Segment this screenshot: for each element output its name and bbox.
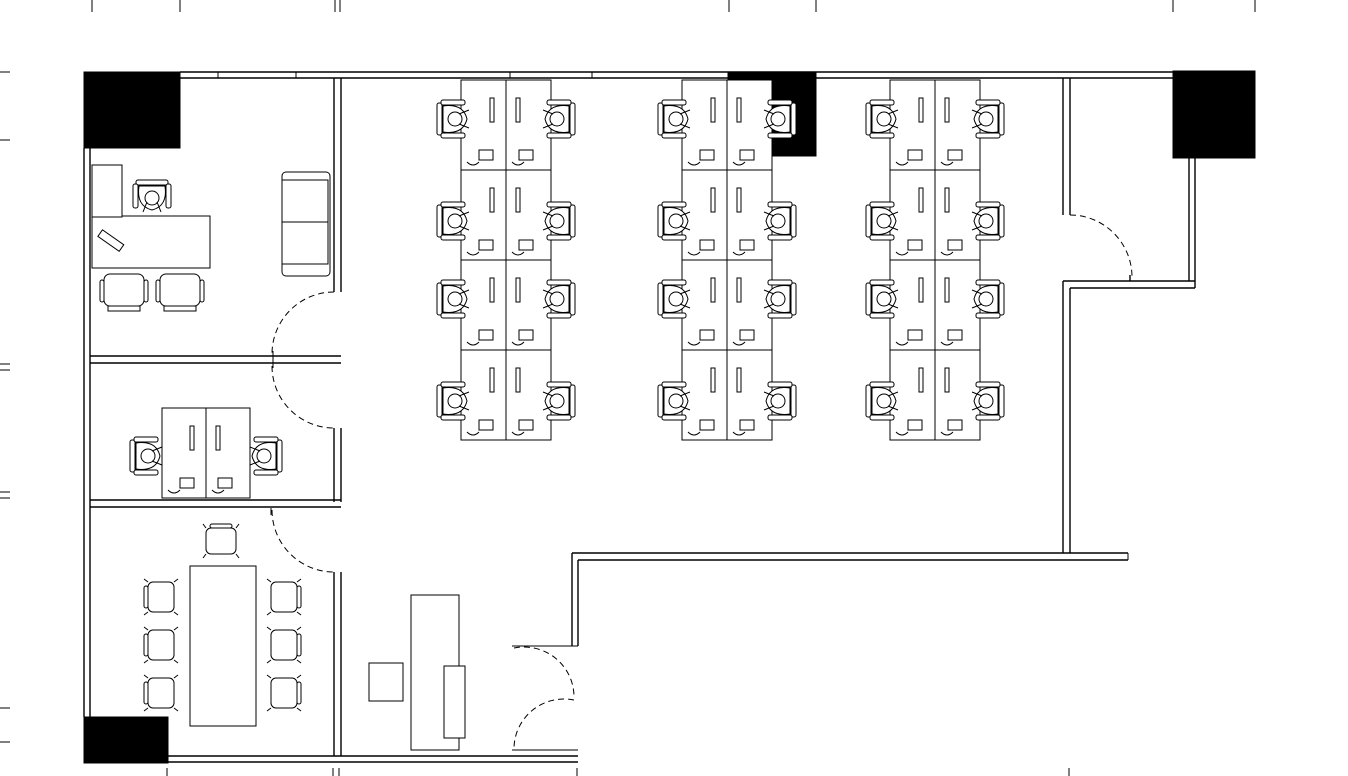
office-chair-icon	[143, 626, 179, 664]
workstation-icon	[726, 169, 773, 261]
conference-table-icon	[189, 565, 257, 727]
workstation-icon	[460, 79, 507, 171]
workstation-icon	[681, 349, 728, 441]
walls	[83, 71, 1196, 763]
workstation-icon	[934, 349, 981, 441]
workstation-cluster	[436, 79, 576, 441]
office-chair-icon	[542, 201, 576, 241]
dimension-ticks	[0, 0, 1256, 776]
workstation-icon	[505, 169, 552, 261]
workstation-cluster	[657, 79, 797, 441]
door-swing-icon	[513, 698, 575, 751]
private-office-furniture	[91, 164, 331, 312]
office-chair-icon	[542, 279, 576, 319]
office-chair-icon	[202, 523, 240, 559]
office-chair-icon	[865, 381, 899, 421]
workstation-icon	[505, 79, 552, 171]
column-icon	[83, 71, 181, 149]
workstation-icon	[889, 79, 936, 171]
office-chair-icon	[542, 381, 576, 421]
workstation-icon	[505, 259, 552, 351]
office-chair-icon	[436, 381, 470, 421]
workstation-icon	[726, 349, 773, 441]
furniture	[91, 79, 1005, 751]
workstation-icon	[161, 407, 207, 499]
workstation-icon	[460, 169, 507, 261]
door-swing-icon	[1069, 214, 1133, 278]
office-chair-icon	[99, 273, 149, 312]
office-chair-icon	[436, 279, 470, 319]
door-swing-icon	[271, 291, 335, 355]
workstation-icon	[681, 259, 728, 351]
door-swing-icon	[513, 646, 575, 699]
door-swing-icon	[271, 509, 335, 573]
workstation-cluster	[865, 79, 1005, 441]
office-chair-icon	[155, 273, 205, 312]
office-chair-icon	[249, 436, 283, 476]
small-office-furniture	[129, 407, 283, 499]
column-icon	[1172, 70, 1256, 159]
office-chair-icon	[143, 578, 179, 616]
office-chair-icon	[266, 626, 302, 664]
workstation-icon	[934, 169, 981, 261]
doors	[271, 214, 1133, 751]
office-chair-icon	[971, 279, 1005, 319]
office-chair-icon	[657, 201, 691, 241]
workstation-icon	[889, 169, 936, 261]
office-chair-icon	[436, 201, 470, 241]
office-chair-icon	[143, 674, 179, 712]
workstation-icon	[934, 79, 981, 171]
office-chair-icon	[865, 201, 899, 241]
office-chair-icon	[657, 99, 691, 139]
office-chair-icon	[129, 436, 163, 476]
office-chair-icon	[865, 279, 899, 319]
sofa-icon	[281, 171, 331, 277]
workstation-icon	[726, 79, 773, 171]
door-swing-icon	[271, 365, 335, 429]
workstation-icon	[205, 407, 251, 499]
workstation-icon	[889, 259, 936, 351]
office-chair-icon	[657, 279, 691, 319]
office-chair-icon	[971, 381, 1005, 421]
reception-furniture	[368, 594, 466, 751]
office-chair-icon	[763, 99, 797, 139]
office-chair-icon	[971, 99, 1005, 139]
office-chair-icon	[763, 381, 797, 421]
office-chair-icon	[865, 99, 899, 139]
workstation-icon	[889, 349, 936, 441]
office-chair-icon	[971, 201, 1005, 241]
workstation-icon	[681, 169, 728, 261]
workstation-icon	[505, 349, 552, 441]
workstation-icon	[460, 349, 507, 441]
office-chair-icon	[763, 279, 797, 319]
workstation-icon	[681, 79, 728, 171]
workstation-icon	[460, 259, 507, 351]
office-chair-icon	[657, 381, 691, 421]
office-chair-icon	[763, 201, 797, 241]
office-chair-icon	[132, 179, 172, 213]
office-chair-icon	[266, 674, 302, 712]
office-chair-icon	[542, 99, 576, 139]
workstation-icon	[726, 259, 773, 351]
office-chair-icon	[436, 99, 470, 139]
column-icon	[83, 716, 169, 764]
meeting-room-furniture	[143, 523, 302, 727]
workstation-icon	[934, 259, 981, 351]
office-chair-icon	[266, 578, 302, 616]
